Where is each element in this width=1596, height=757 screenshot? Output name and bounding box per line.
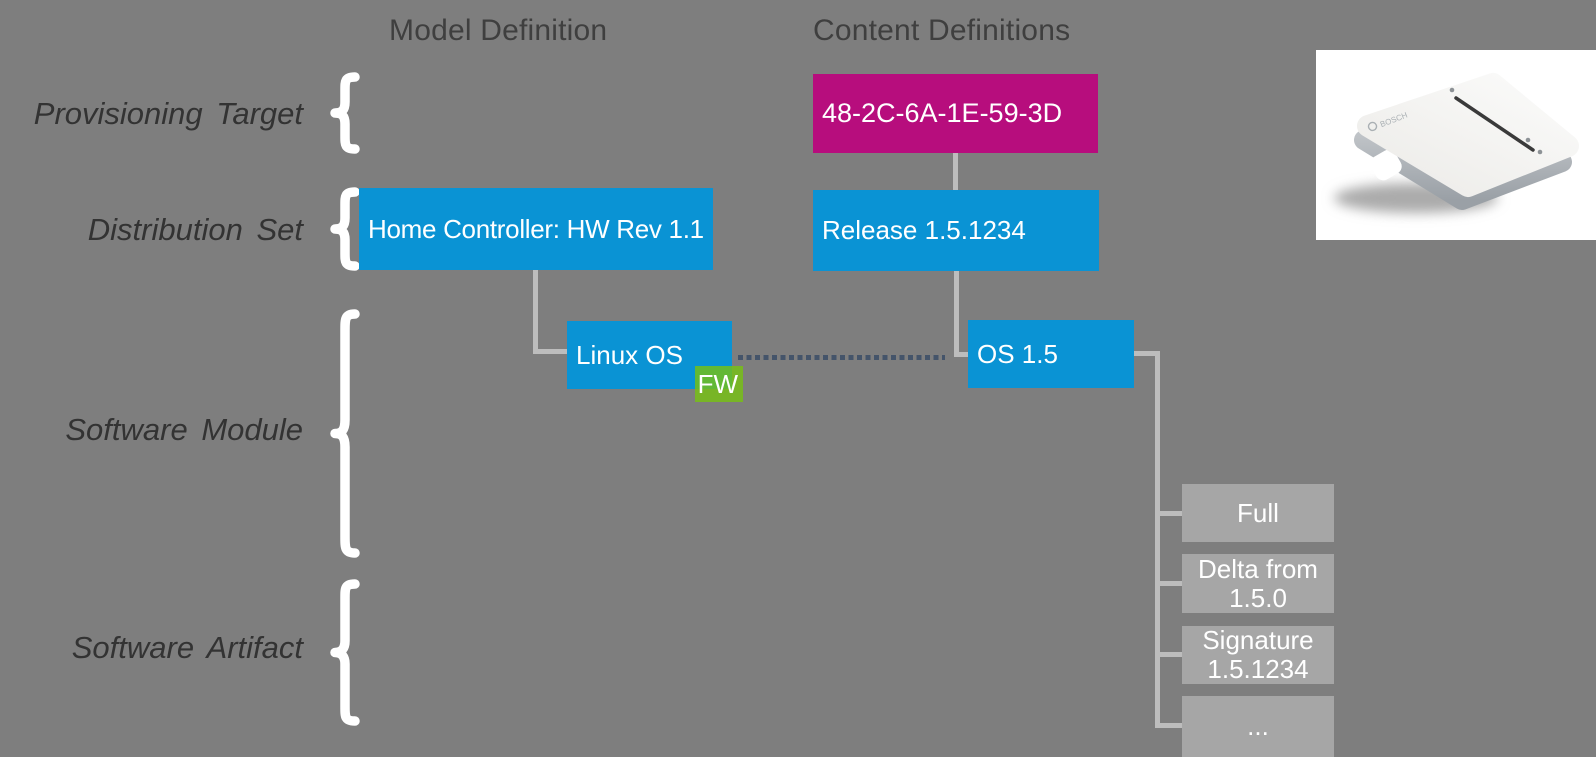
connector-stub-delta: [1155, 581, 1182, 586]
connector-homecontroller-down: [533, 270, 538, 354]
release-label: Release 1.5.1234: [822, 215, 1026, 245]
connector-stub-signature: [1155, 652, 1182, 657]
firmware-badge-label: FW: [697, 368, 738, 399]
artifact-full-line1: Full: [1237, 497, 1279, 528]
linux-os-label: Linux OS: [576, 339, 683, 370]
distribution-set-model-node: Home Controller: HW Rev 1.1: [359, 188, 713, 270]
connector-target-to-release: [953, 153, 958, 191]
device-button-dot-3: [1537, 149, 1543, 155]
device-top-face: [1357, 73, 1579, 197]
dotted-link-linuxos-to-os15: [738, 355, 945, 360]
artifact-delta-line1: Delta from: [1198, 553, 1318, 584]
software-module-content-node: OS 1.5: [968, 320, 1134, 388]
connector-stub-more: [1155, 723, 1182, 728]
smart-home-controller-photo: BOSCH: [1316, 50, 1596, 240]
os15-label: OS 1.5: [977, 338, 1058, 369]
provisioning-target-node: 48-2C-6A-1E-59-3D: [813, 74, 1098, 153]
connector-artifact-trunk: [1155, 351, 1160, 728]
artifact-more-line1: ...: [1247, 711, 1269, 741]
column-header-content-definitions: Content Definitions: [813, 14, 1071, 47]
row-label-provisioning-target: Provisioning Target: [33, 96, 303, 131]
artifact-node-delta: Delta from 1.5.0: [1182, 554, 1334, 613]
artifact-signature-line2: 1.5.1234: [1207, 654, 1309, 684]
device-vent-slot: [1454, 96, 1535, 152]
release-node: Release 1.5.1234: [813, 190, 1099, 271]
connector-stub-full: [1155, 511, 1182, 516]
artifact-node-signature: Signature 1.5.1234: [1182, 626, 1334, 684]
row-label-software-module: Software Module: [65, 412, 303, 447]
brace-software-module: [330, 309, 360, 558]
brace-provisioning-target: [330, 72, 360, 154]
provisioning-target-label: 48-2C-6A-1E-59-3D: [822, 98, 1063, 128]
connector-release-to-os15: [954, 352, 970, 357]
device-illustration: BOSCH: [1334, 73, 1579, 213]
row-label-software-artifact: Software Artifact: [71, 630, 303, 665]
distribution-set-model-label: Home Controller: HW Rev 1.1: [368, 213, 704, 244]
brace-distribution-set: [330, 187, 360, 271]
software-module-model-node: Linux OS: [567, 321, 732, 389]
artifact-node-more: ...: [1182, 696, 1334, 757]
connector-release-down: [954, 271, 959, 357]
device-bracket-notch: [1370, 149, 1402, 181]
artifact-delta-line2: 1.5.0: [1229, 582, 1287, 613]
column-header-model-definition: Model Definition: [389, 14, 608, 47]
artifact-node-full: Full: [1182, 484, 1334, 542]
firmware-type-badge: FW: [695, 366, 743, 402]
connector-os15-right: [1134, 351, 1160, 356]
artifact-signature-line1: Signature: [1202, 625, 1314, 655]
brace-software-artifact: [330, 579, 360, 726]
connector-homecontroller-to-linuxos: [533, 349, 569, 354]
row-label-distribution-set: Distribution Set: [87, 212, 303, 247]
device-button-dot-2: [1525, 137, 1531, 143]
device-button-dot-1: [1449, 87, 1455, 93]
